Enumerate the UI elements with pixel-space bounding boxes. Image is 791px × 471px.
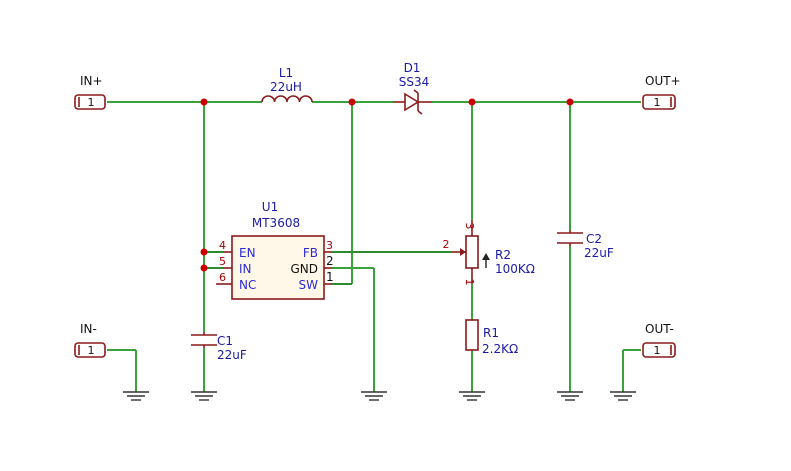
- junction-dot: [200, 248, 208, 256]
- junction-dot: [468, 98, 476, 106]
- connector-label: OUT-: [645, 322, 674, 336]
- ground-symbols: [123, 391, 636, 401]
- connector-in-plus[interactable]: IN+ 1: [74, 74, 106, 110]
- pin-name: FB: [303, 246, 318, 260]
- connector-out-minus[interactable]: OUT- 1: [642, 322, 676, 358]
- capacitor-c2[interactable]: C2 22uF: [557, 230, 614, 260]
- component-value: 22uF: [217, 348, 247, 362]
- component-value: 2.2KΩ: [482, 342, 518, 356]
- wires: [107, 101, 641, 392]
- pin-name: GND: [290, 262, 318, 276]
- connector-pin: 1: [88, 344, 95, 357]
- inductor-l1[interactable]: L1 22uH: [261, 66, 313, 103]
- connector-pin: 1: [654, 96, 661, 109]
- component-value: SS34: [399, 75, 430, 89]
- pin-number: 4: [219, 239, 226, 252]
- component-value: 22uH: [270, 80, 302, 94]
- connector-pin: 1: [654, 344, 661, 357]
- ground-icon: [557, 391, 583, 401]
- ground-icon: [459, 391, 485, 401]
- component-value: MT3608: [252, 216, 300, 230]
- pin-number: 6: [219, 271, 226, 284]
- potentiometer-r2[interactable]: 3 2 1 R2 100KΩ: [443, 220, 535, 286]
- ground-icon: [361, 391, 387, 401]
- ic-u1[interactable]: U1 MT3608 4 5 6 EN IN NC FB GND SW 3 2 1: [219, 200, 334, 300]
- component-ref: D1: [404, 61, 421, 75]
- connector-label: OUT+: [645, 74, 681, 88]
- capacitor-c1[interactable]: C1 22uF: [191, 332, 247, 362]
- junction-dot: [348, 98, 356, 106]
- diode-d1[interactable]: D1 SS34: [393, 61, 432, 115]
- pin-number: 3: [326, 239, 333, 252]
- pin-name: NC: [239, 278, 256, 292]
- connector-label: IN-: [80, 322, 97, 336]
- junctions: [200, 98, 574, 272]
- pin-number: 1: [463, 279, 476, 286]
- component-ref: R1: [483, 326, 499, 340]
- connector-out-plus[interactable]: OUT+ 1: [642, 74, 681, 110]
- pin-name: EN: [239, 246, 256, 260]
- connector-in-minus[interactable]: IN- 1: [74, 322, 106, 358]
- ground-icon: [123, 391, 149, 401]
- connector-pin: 1: [88, 96, 95, 109]
- pin-number: 1: [326, 270, 334, 284]
- component-ref: U1: [262, 200, 278, 214]
- ground-icon: [191, 391, 217, 401]
- component-ref: C2: [586, 232, 602, 246]
- pin-number: 5: [219, 255, 226, 268]
- pin-name: SW: [299, 278, 319, 292]
- resistor-r1[interactable]: R1 2.2KΩ: [465, 319, 518, 356]
- component-ref: L1: [279, 66, 293, 80]
- pin-number: 2: [443, 238, 450, 251]
- component-ref: R2: [495, 248, 511, 262]
- component-value: 100KΩ: [495, 262, 535, 276]
- junction-dot: [200, 98, 208, 106]
- connector-label: IN+: [80, 74, 103, 88]
- junction-dot: [200, 264, 208, 272]
- pin-number: 3: [463, 223, 476, 230]
- ground-icon: [610, 391, 636, 401]
- component-ref: C1: [217, 334, 233, 348]
- junction-dot: [566, 98, 574, 106]
- component-value: 22uF: [584, 246, 614, 260]
- pin-name: IN: [239, 262, 252, 276]
- pin-number: 2: [326, 254, 334, 268]
